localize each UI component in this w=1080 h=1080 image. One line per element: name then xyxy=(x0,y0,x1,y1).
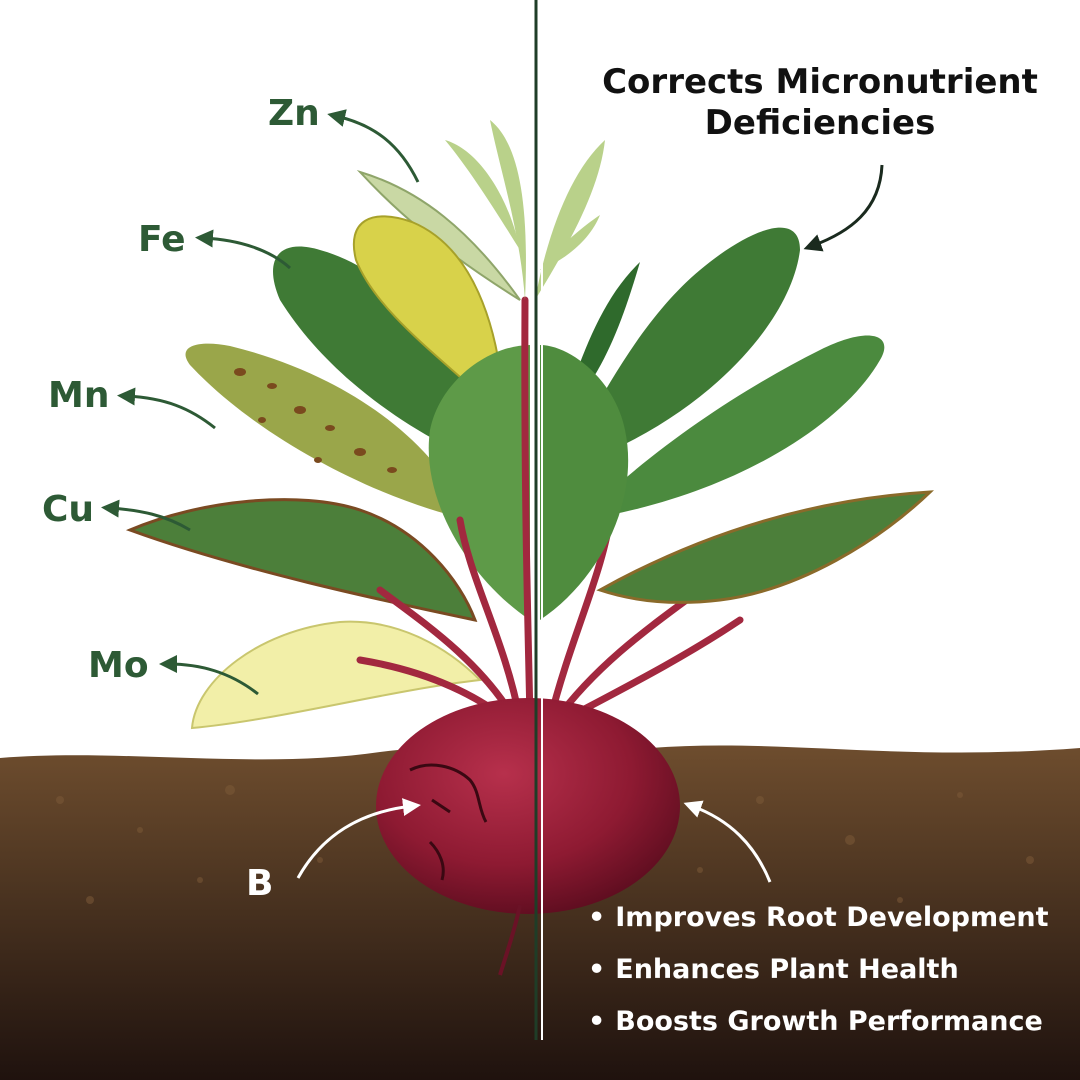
mn-spots xyxy=(234,368,397,473)
young-shoots xyxy=(445,120,605,300)
mn-label: Mn xyxy=(48,375,110,416)
zn-label: Zn xyxy=(268,93,320,134)
center-leaf-right xyxy=(540,345,629,620)
headline-line-1: Corrects Micronutrient xyxy=(602,62,1038,102)
soil-texture xyxy=(56,785,1034,904)
center-leaf-left xyxy=(428,345,530,620)
divider-line xyxy=(534,0,543,1040)
b-label: B xyxy=(246,863,274,904)
nutrient-arrows xyxy=(101,109,420,696)
fe-label: Fe xyxy=(138,219,186,260)
benefits-list: Improves Root Development Enhances Plant… xyxy=(588,896,1049,1052)
benefit-item: Improves Root Development xyxy=(588,896,1048,948)
cu-arrow xyxy=(101,499,191,532)
healthy-leaves xyxy=(540,227,934,620)
zn-arrow xyxy=(327,109,420,183)
headline-line-2: Deficiencies xyxy=(704,102,936,143)
benefit-item: Boosts Growth Performance xyxy=(588,1000,1049,1052)
b-arrow xyxy=(296,798,421,879)
mn-leaf xyxy=(185,343,470,520)
mo-arrow xyxy=(159,655,259,696)
cu-label: Cu xyxy=(42,489,95,530)
mn-arrow xyxy=(117,387,216,430)
beet-root xyxy=(376,698,680,976)
headline: Corrects Micronutrient Deficiencies xyxy=(560,62,1080,144)
mo-leaf xyxy=(190,620,483,730)
cu-leaf xyxy=(125,498,478,623)
deficient-leaves xyxy=(125,169,530,730)
crack xyxy=(409,763,488,881)
benefit-item: Enhances Plant Health xyxy=(588,948,1049,1000)
mo-label: Mo xyxy=(88,645,149,686)
headline-arrow xyxy=(803,164,884,252)
fe-leaf-yellow xyxy=(352,215,507,423)
fe-arrow xyxy=(195,229,292,270)
benefits-arrow xyxy=(683,800,772,883)
